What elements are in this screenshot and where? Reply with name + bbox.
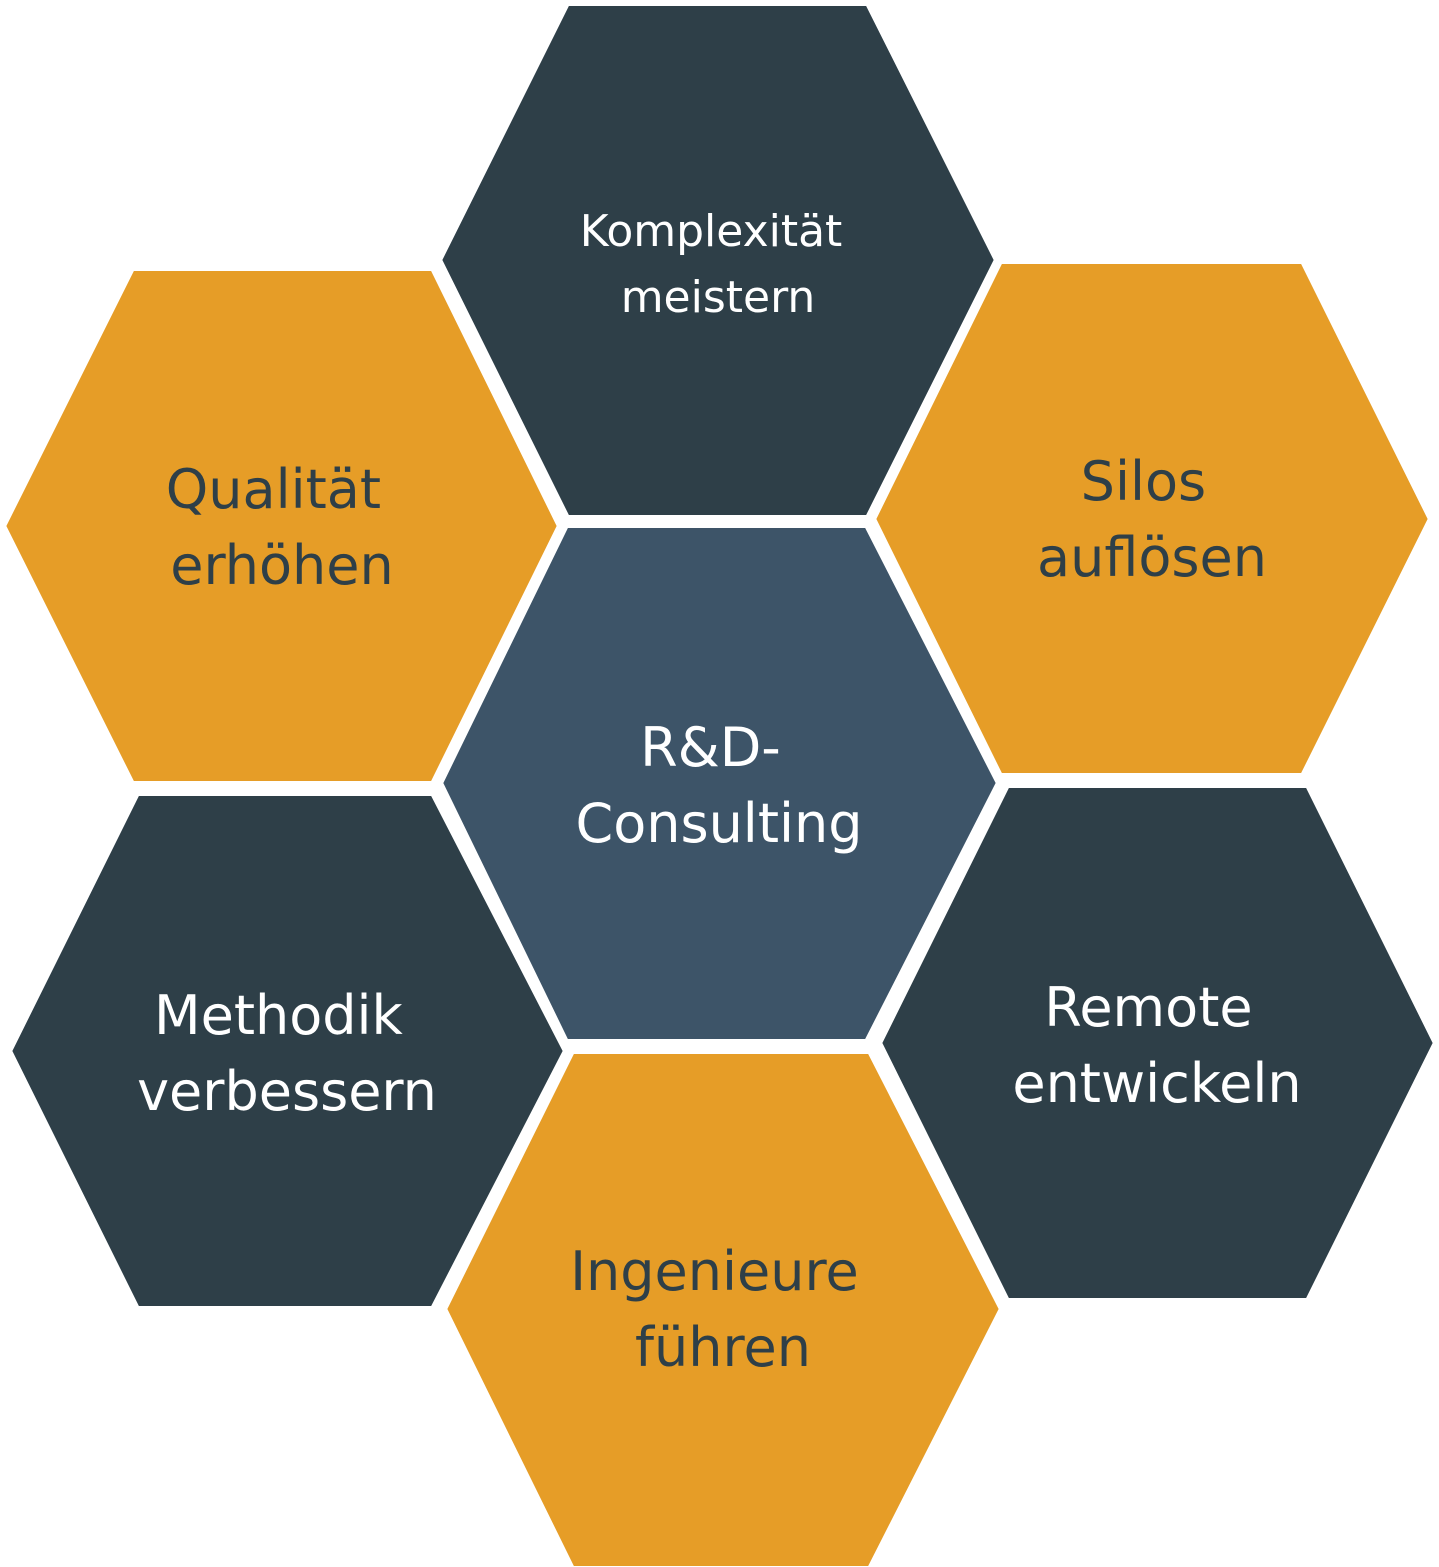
hex-center-label: R&D- Consulting — [575, 716, 862, 855]
hex-top-shape — [435, 0, 1001, 521]
hex-upper-left-label: Qualität erhöhen — [166, 458, 398, 597]
hex-cell-top: Komplexität meistern — [435, 0, 1001, 521]
hex-top-label-line-1: Komplexität — [580, 206, 843, 257]
hex-bottom-shape — [440, 1048, 1006, 1567]
hex-lower-left-label-line-2: verbessern — [137, 1060, 437, 1123]
hex-center-label-line-1: R&D- — [640, 716, 781, 779]
hex-cell-lower-right: Remote entwickeln — [875, 782, 1439, 1304]
hex-lower-left-label: Methodik verbessern — [137, 984, 437, 1123]
hex-cell-bottom: Ingenieure führen — [440, 1048, 1006, 1567]
hex-lower-right-label-line-1: Remote — [1044, 976, 1252, 1039]
hex-lower-left-label-line-1: Methodik — [154, 984, 404, 1047]
hex-cell-lower-left: Methodik verbessern — [5, 790, 570, 1312]
hex-top-label-line-2: meistern — [621, 272, 816, 323]
hex-lower-right-label-line-2: entwickeln — [1012, 1052, 1301, 1115]
hex-upper-right-label: Silos auflösen — [1037, 450, 1267, 589]
hex-center-shape — [436, 522, 1003, 1045]
hex-bottom-label-line-1: Ingenieure — [570, 1240, 859, 1303]
hex-lower-right-label: Remote entwickeln — [1012, 976, 1301, 1115]
hex-upper-left-label-line-2: erhöhen — [170, 534, 393, 597]
hex-upper-left-label-line-1: Qualität — [166, 458, 381, 521]
hex-upper-right-label-line-1: Silos — [1081, 450, 1206, 513]
hex-cell-center: R&D- Consulting — [436, 522, 1003, 1045]
hex-lower-left-shape — [5, 790, 570, 1312]
hex-cell-upper-right: Silos auflösen — [869, 258, 1435, 779]
hex-center-label-line-2: Consulting — [575, 792, 862, 855]
hex-bottom-label-line-2: führen — [635, 1316, 811, 1379]
hex-lower-right-shape — [875, 782, 1439, 1304]
hex-top-label: Komplexität meistern — [580, 206, 857, 323]
hex-cell-upper-left: Qualität erhöhen — [0, 265, 564, 787]
hex-upper-right-label-line-2: auflösen — [1037, 526, 1267, 589]
hex-bottom-label: Ingenieure führen — [570, 1240, 876, 1379]
hex-upper-left-shape — [0, 265, 564, 787]
hex-upper-right-shape — [869, 258, 1435, 779]
